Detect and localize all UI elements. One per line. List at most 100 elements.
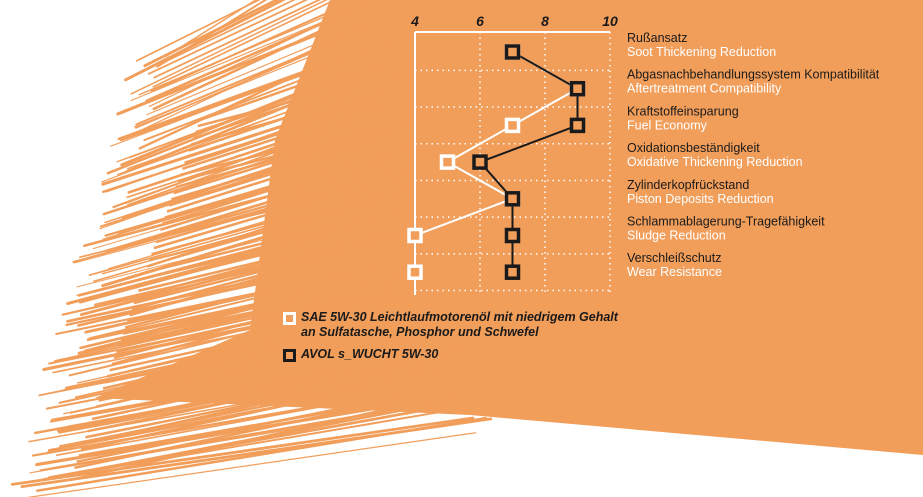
background-streak bbox=[166, 135, 406, 213]
background-streak bbox=[65, 240, 456, 327]
category-label-en: Aftertreatment Compatibility bbox=[627, 82, 782, 96]
background-streak bbox=[93, 195, 393, 283]
background-streak bbox=[142, 204, 454, 280]
background-streak bbox=[118, 274, 430, 347]
background-streak bbox=[77, 208, 413, 297]
background-streak bbox=[150, 0, 359, 93]
background-streak bbox=[26, 432, 477, 497]
category-label-en: Wear Resistance bbox=[627, 265, 722, 279]
background-streak bbox=[195, 58, 417, 134]
x-tick-label: 8 bbox=[541, 13, 549, 29]
background-streak bbox=[113, 283, 396, 360]
background-streak bbox=[77, 234, 455, 327]
category-label-en: Piston Deposits Reduction bbox=[627, 192, 774, 206]
background-streak bbox=[143, 39, 404, 142]
background-streak bbox=[74, 390, 438, 470]
background-streak bbox=[135, 224, 405, 299]
background-streak bbox=[76, 392, 413, 463]
data-point-series-0 bbox=[407, 227, 423, 244]
background-streak bbox=[96, 333, 417, 408]
background-streak bbox=[147, 0, 308, 75]
x-tick-label: 10 bbox=[602, 13, 618, 29]
background-streak bbox=[179, 107, 445, 177]
background-streak bbox=[54, 276, 443, 363]
background-streak bbox=[110, 41, 387, 147]
category-label-en: Fuel Economy bbox=[627, 118, 708, 132]
background-streak bbox=[116, 7, 383, 116]
background-streak bbox=[129, 239, 391, 317]
category-label-en: Sludge Reduction bbox=[627, 229, 726, 243]
background-streak bbox=[164, 142, 414, 219]
category-label-de: Oxidationsbeständigkeit bbox=[627, 141, 760, 155]
chart-legend: SAE 5W-30 Leichtlaufmotorenöl mit niedri… bbox=[283, 310, 621, 369]
legend-item-sae: SAE 5W-30 Leichtlaufmotorenöl mit niedri… bbox=[283, 310, 621, 340]
data-point-series-0 bbox=[407, 264, 423, 280]
background-streak bbox=[192, 68, 393, 140]
background-streak bbox=[64, 307, 443, 390]
legend-label-sae: SAE 5W-30 Leichtlaufmotorenöl mit niedri… bbox=[301, 310, 618, 339]
legend-item-avol: AVOL s_WUCHT 5W-30 bbox=[283, 347, 621, 362]
background-streak bbox=[89, 348, 452, 427]
data-point-series-1 bbox=[569, 117, 586, 134]
background-streak bbox=[107, 179, 402, 270]
data-point-series-1 bbox=[504, 44, 521, 60]
background-streak bbox=[79, 224, 424, 316]
background-streak bbox=[109, 300, 425, 372]
background-streak bbox=[82, 374, 388, 445]
background-streak bbox=[138, 215, 447, 293]
data-point-series-1 bbox=[504, 227, 521, 244]
background-streak bbox=[106, 68, 371, 175]
background-streak bbox=[186, 79, 424, 158]
background-streak bbox=[171, 123, 424, 201]
background-streak bbox=[168, 138, 384, 207]
background-streak bbox=[135, 20, 383, 126]
background-streak bbox=[159, 155, 398, 232]
data-point-series-0 bbox=[439, 154, 456, 170]
background-streak bbox=[140, 213, 425, 286]
background-streak bbox=[143, 0, 280, 68]
background-streak bbox=[39, 397, 467, 472]
background-streak bbox=[153, 172, 408, 250]
background-streak bbox=[35, 416, 487, 492]
background-streak bbox=[35, 393, 458, 467]
x-tick-label: 4 bbox=[410, 13, 419, 29]
data-point-series-1 bbox=[569, 80, 586, 97]
x-tick-label: 6 bbox=[476, 13, 484, 29]
data-point-series-1 bbox=[504, 264, 521, 280]
background-streak bbox=[162, 154, 382, 225]
background-streak bbox=[69, 407, 392, 482]
background-streak bbox=[127, 105, 405, 206]
background-streak bbox=[91, 343, 442, 421]
background-streak bbox=[138, 41, 368, 150]
background-streak bbox=[148, 0, 373, 108]
background-streak bbox=[173, 121, 404, 195]
background-streak bbox=[137, 23, 367, 133]
category-label-de: Zylinderkopfrückstand bbox=[627, 178, 749, 192]
background-streak bbox=[111, 289, 387, 366]
background-streak bbox=[76, 199, 424, 288]
background-streak bbox=[130, 0, 328, 95]
data-point-series-1 bbox=[504, 191, 521, 207]
background-streak bbox=[107, 308, 391, 378]
background-streak bbox=[199, 47, 406, 122]
background-streak bbox=[146, 11, 394, 116]
background-streak bbox=[66, 212, 406, 306]
legend-label-avol: AVOL s_WUCHT 5W-30 bbox=[301, 347, 439, 361]
background-streak bbox=[190, 78, 423, 146]
background-streak bbox=[74, 316, 431, 399]
category-label-en: Soot Thickening Reduction bbox=[627, 45, 776, 59]
background-streak bbox=[80, 383, 384, 451]
background-streak bbox=[155, 173, 389, 244]
background-streak bbox=[152, 0, 337, 88]
category-label-de: Kraftstoffeinsparung bbox=[627, 104, 739, 118]
data-point-series-1 bbox=[472, 154, 488, 170]
category-label-de: Verschleißschutz bbox=[627, 251, 721, 265]
background-streak bbox=[86, 259, 462, 342]
category-label-en: Oxidative Thickening Reduction bbox=[627, 155, 803, 169]
category-label-de: Rußansatz bbox=[627, 31, 687, 45]
data-point-series-0 bbox=[504, 117, 521, 134]
background-streak bbox=[135, 0, 261, 62]
background-streak bbox=[133, 234, 405, 305]
